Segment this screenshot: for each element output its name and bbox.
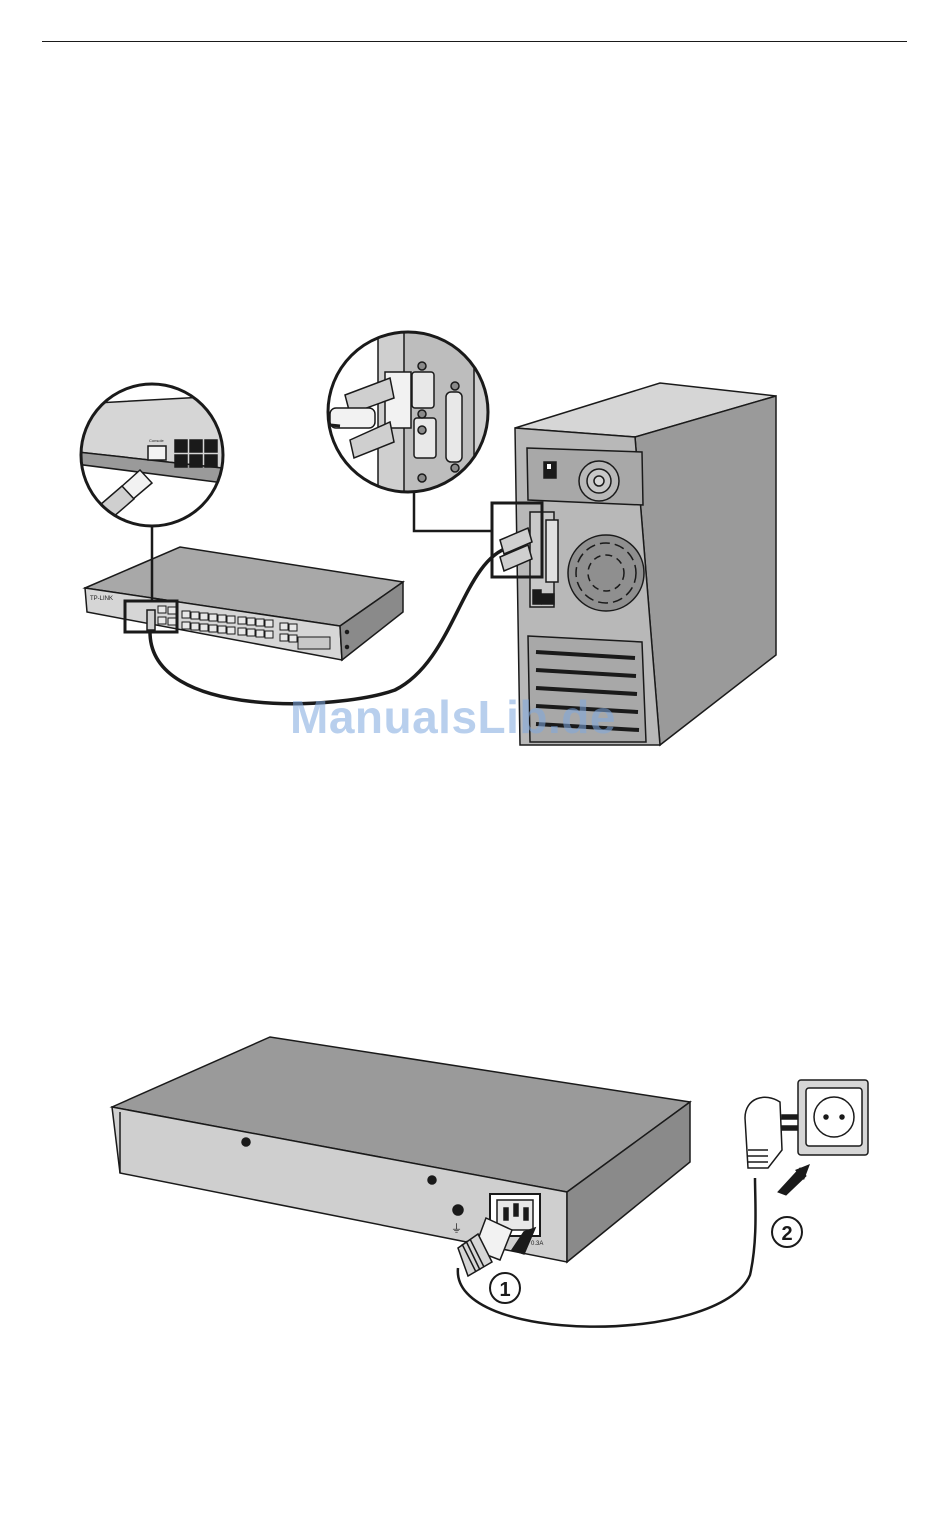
svg-text:1: 1 [499, 1279, 510, 1301]
power-rating-label: 0.3A [531, 1241, 543, 1247]
switch-rear [112, 1037, 690, 1262]
console-connection-figure: TP-LINK [60, 330, 776, 745]
step-marker-2: 2 [772, 1217, 802, 1247]
svg-text:2: 2 [781, 1223, 792, 1245]
switch-front: TP-LINK [85, 547, 403, 660]
switch-brand-label: TP-LINK [90, 596, 113, 602]
ground-symbol: ⏚ [451, 1222, 462, 1235]
watermark: ManualsLib.de [290, 690, 616, 744]
step-marker-1: 1 [490, 1273, 520, 1303]
zoom-pc-serial-port [320, 330, 488, 500]
console-label: Console [149, 438, 164, 443]
power-connection-figure: ⏚ 0.3A [112, 1037, 868, 1327]
wall-outlet [798, 1080, 868, 1155]
zoom-console-port: Console [60, 384, 240, 526]
